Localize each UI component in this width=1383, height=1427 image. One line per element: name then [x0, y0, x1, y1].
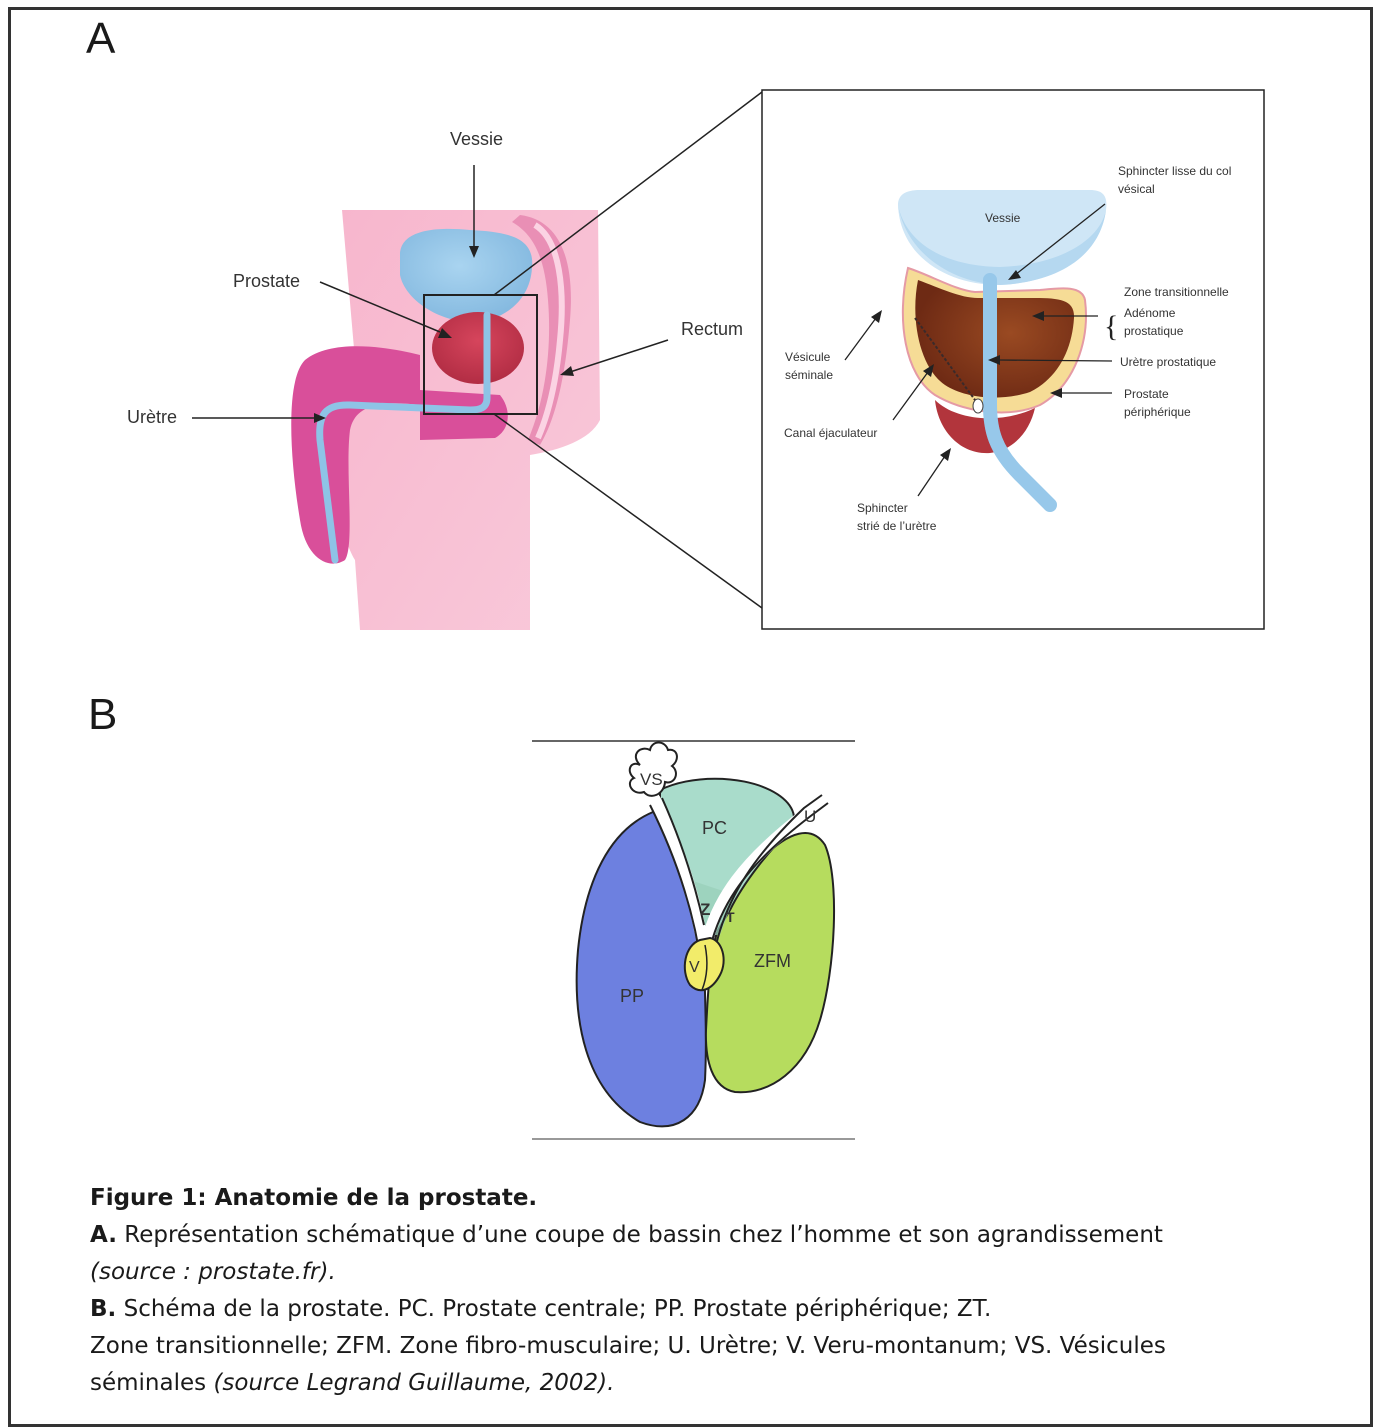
caption-a-text: Représentation schématique d’une coupe d…	[117, 1222, 1163, 1248]
caption-b-line-3: séminales (source Legrand Guillaume, 200…	[90, 1365, 1320, 1402]
label-v: V	[689, 959, 700, 976]
caption-a-source: (source : prostate.fr).	[90, 1254, 1320, 1291]
label-u: U	[804, 807, 816, 826]
label-pc: PC	[702, 818, 727, 838]
label-zfm: ZFM	[754, 951, 791, 971]
label-z: Z	[700, 900, 710, 919]
caption-b-line-1: B. Schéma de la prostate. PC. Prostate c…	[90, 1291, 1320, 1328]
label-vs: VS	[640, 770, 663, 789]
caption-a-marker: A.	[90, 1222, 117, 1248]
label-t: T	[726, 909, 735, 925]
caption-b-line-2: Zone transitionnelle; ZFM. Zone fibro-mu…	[90, 1328, 1320, 1365]
caption-a-line: A. Représentation schématique d’une coup…	[90, 1217, 1320, 1254]
caption-b-marker: B.	[90, 1296, 116, 1322]
caption-title: Figure 1: Anatomie de la prostate.	[90, 1180, 1320, 1217]
label-pp: PP	[620, 986, 644, 1006]
caption-b-text-1: Schéma de la prostate. PC. Prostate cent…	[116, 1296, 991, 1322]
caption-b-text-3: séminales	[90, 1370, 213, 1396]
caption-b-source: (source Legrand Guillaume, 2002).	[213, 1370, 614, 1396]
figure-caption: Figure 1: Anatomie de la prostate. A. Re…	[90, 1180, 1320, 1402]
